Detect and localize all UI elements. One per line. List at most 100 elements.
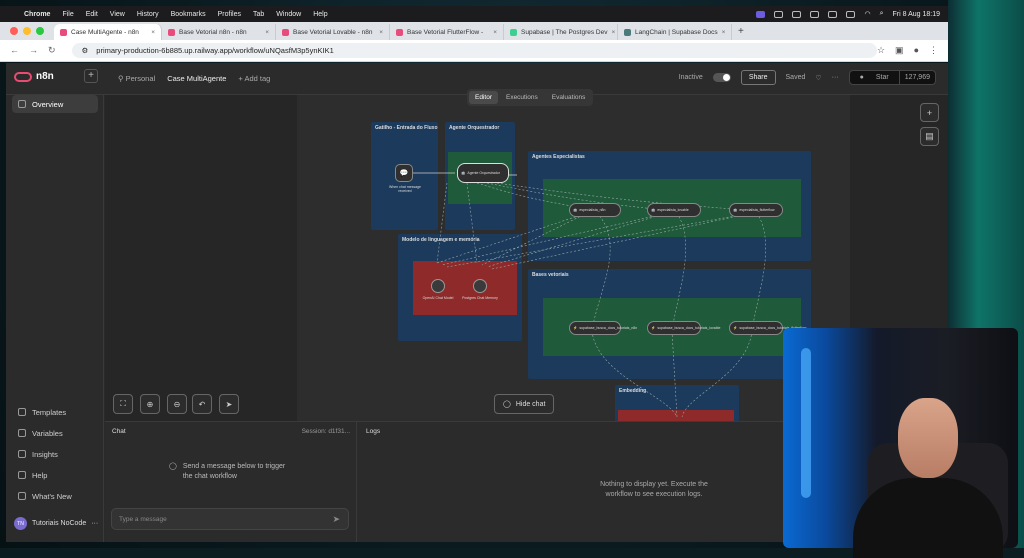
- zoom-in-button[interactable]: ⊕: [140, 394, 160, 414]
- reload-icon[interactable]: ↻: [48, 45, 56, 55]
- tab-editor[interactable]: Editor: [469, 91, 498, 104]
- new-tab-icon[interactable]: +: [738, 25, 744, 37]
- sticky-note-button[interactable]: ▤: [920, 127, 939, 146]
- sidebar-item-templates[interactable]: Templates: [12, 403, 98, 421]
- hide-chat-button[interactable]: ◯Hide chat: [494, 394, 555, 414]
- chat-model-node[interactable]: [431, 279, 445, 293]
- fit-view-button[interactable]: ⛶: [113, 394, 133, 414]
- tab-evaluations[interactable]: Evaluations: [551, 94, 586, 101]
- presenter-body: [853, 478, 1003, 558]
- n8n-logo-icon: [14, 71, 32, 82]
- close-tab-icon[interactable]: ×: [151, 28, 155, 36]
- menu-chrome[interactable]: Chrome: [24, 10, 51, 18]
- more-options-icon[interactable]: ···: [91, 520, 99, 527]
- workflow-canvas[interactable]: Gatilho - Entrada do Fluxo Agente Orques…: [297, 95, 850, 425]
- menu-tab[interactable]: Tab: [252, 10, 265, 18]
- bookmark-star-icon[interactable]: ☆: [876, 45, 886, 55]
- add-node-button[interactable]: +: [920, 103, 939, 122]
- sidebar-item-variables[interactable]: Variables: [12, 424, 98, 442]
- sticky-label: Gatilho - Entrada do Fluxo: [375, 125, 438, 131]
- zoom-window-icon[interactable]: [36, 27, 44, 35]
- chat-trigger-node[interactable]: 💬: [395, 164, 413, 182]
- lamp: [801, 348, 811, 498]
- close-tab-icon[interactable]: ×: [611, 28, 616, 36]
- menu-bookmarks[interactable]: Bookmarks: [170, 10, 206, 18]
- vector-store-node[interactable]: ⚡supabase_busca_docs_tutoriais_flutterfl…: [729, 321, 806, 335]
- specialist-agent-node[interactable]: 🤖especialista_lovable: [647, 203, 701, 217]
- workflow-name[interactable]: Case MultiAgente: [167, 74, 227, 83]
- avatar: TN: [14, 517, 27, 530]
- more-options-icon[interactable]: ···: [831, 74, 839, 81]
- menu-edit[interactable]: Edit: [85, 10, 98, 18]
- close-window-icon[interactable]: [10, 27, 18, 35]
- sidebar-item-whats-new[interactable]: What's New: [12, 487, 98, 505]
- logs-empty-text: Nothing to display yet. Execute the: [600, 481, 708, 488]
- clock[interactable]: Fri 8 Aug 18:19: [892, 10, 940, 18]
- chat-memory-node[interactable]: [473, 279, 487, 293]
- browser-tab[interactable]: Base Vetorial n8n - n8n×: [162, 24, 276, 40]
- menu-history[interactable]: History: [136, 10, 159, 18]
- n8n-logo[interactable]: n8n: [14, 71, 54, 82]
- menu-view[interactable]: View: [109, 10, 125, 18]
- extension-icon[interactable]: ▣: [895, 45, 904, 55]
- specialist-agent-node[interactable]: 🤖especialista_flutterflow: [729, 203, 783, 217]
- close-tab-icon[interactable]: ×: [379, 28, 383, 36]
- specialist-agent-node[interactable]: 🤖especialista_n8n: [569, 203, 621, 217]
- menu-dots-icon[interactable]: ⋮: [929, 45, 938, 55]
- browser-tab[interactable]: Base Vetorial Lovable - n8n×: [276, 24, 390, 40]
- site-info-icon[interactable]: ⚙: [81, 46, 89, 55]
- vector-store-node[interactable]: ⚡supabase_busca_docs_tutoriais_n8n: [569, 321, 637, 335]
- menu-profiles[interactable]: Profiles: [217, 10, 241, 18]
- status-icon[interactable]: [810, 10, 820, 18]
- sidebar-item-help[interactable]: Help: [12, 466, 98, 484]
- tidy-up-button[interactable]: ➤: [219, 394, 239, 414]
- status-icon[interactable]: [792, 10, 802, 18]
- search-icon[interactable]: ⌕: [879, 10, 884, 17]
- chat-message-input[interactable]: Type a message➤: [111, 508, 349, 530]
- address-bar[interactable]: ⚙ primary-production-6b885.up.railway.ap…: [71, 43, 877, 58]
- robot-icon: 🤖: [651, 208, 656, 212]
- sidebar-item-overview[interactable]: Overview: [12, 95, 98, 113]
- history-icon[interactable]: ♡: [815, 74, 822, 82]
- sticky-note[interactable]: Modelo de linguagem e memória: [398, 234, 522, 341]
- n8n-icon: [396, 28, 403, 36]
- status-icon[interactable]: [828, 10, 838, 18]
- vector-store-node[interactable]: ⚡supabase_busca_docs_tutoriais_lovable: [647, 321, 720, 335]
- insights-icon: [18, 450, 26, 458]
- menu-help[interactable]: Help: [313, 10, 328, 18]
- create-button[interactable]: +: [84, 69, 98, 83]
- tab-executions[interactable]: Executions: [505, 94, 538, 101]
- wifi-icon[interactable]: ◠: [864, 11, 871, 18]
- browser-tab[interactable]: Supabase | The Postgres Dev×: [504, 24, 618, 40]
- send-icon[interactable]: ➤: [332, 514, 340, 524]
- screen-record-icon[interactable]: [756, 10, 766, 18]
- sidebar-item-insights[interactable]: Insights: [12, 445, 98, 463]
- add-tag-button[interactable]: + Add tag: [238, 74, 271, 83]
- zoom-out-button[interactable]: ⊖: [167, 394, 187, 414]
- forward-icon[interactable]: →: [29, 45, 38, 55]
- menu-window[interactable]: Window: [276, 10, 302, 18]
- orchestrator-agent-node[interactable]: 🤖Agente Orquestrador: [457, 163, 509, 183]
- browser-tab[interactable]: LangChain | Supabase Docs×: [618, 24, 732, 40]
- browser-tab[interactable]: Base Vetorial FlutterFlow -×: [390, 24, 504, 40]
- active-toggle[interactable]: [712, 73, 731, 82]
- menu-file[interactable]: File: [62, 10, 74, 18]
- close-tab-icon[interactable]: ×: [493, 28, 497, 36]
- owner-link[interactable]: ⚲ Personal: [118, 74, 155, 83]
- close-tab-icon[interactable]: ×: [265, 28, 269, 36]
- browser-tabbar: Case MultiAgente - n8n× Base Vetorial n8…: [0, 22, 948, 40]
- status-icon[interactable]: [774, 10, 784, 18]
- share-button[interactable]: Share: [740, 70, 776, 85]
- minimize-window-icon[interactable]: [23, 27, 31, 35]
- battery-icon[interactable]: [846, 10, 856, 18]
- profile-icon[interactable]: ●: [913, 45, 919, 55]
- fit-view-icon: ⛶: [120, 399, 126, 408]
- browser-tab[interactable]: Case MultiAgente - n8n×: [54, 24, 162, 40]
- close-tab-icon[interactable]: ×: [721, 28, 726, 36]
- undo-button[interactable]: ↶: [192, 394, 212, 414]
- chat-bubble-icon: ◯: [169, 463, 177, 470]
- back-icon[interactable]: ←: [10, 45, 19, 55]
